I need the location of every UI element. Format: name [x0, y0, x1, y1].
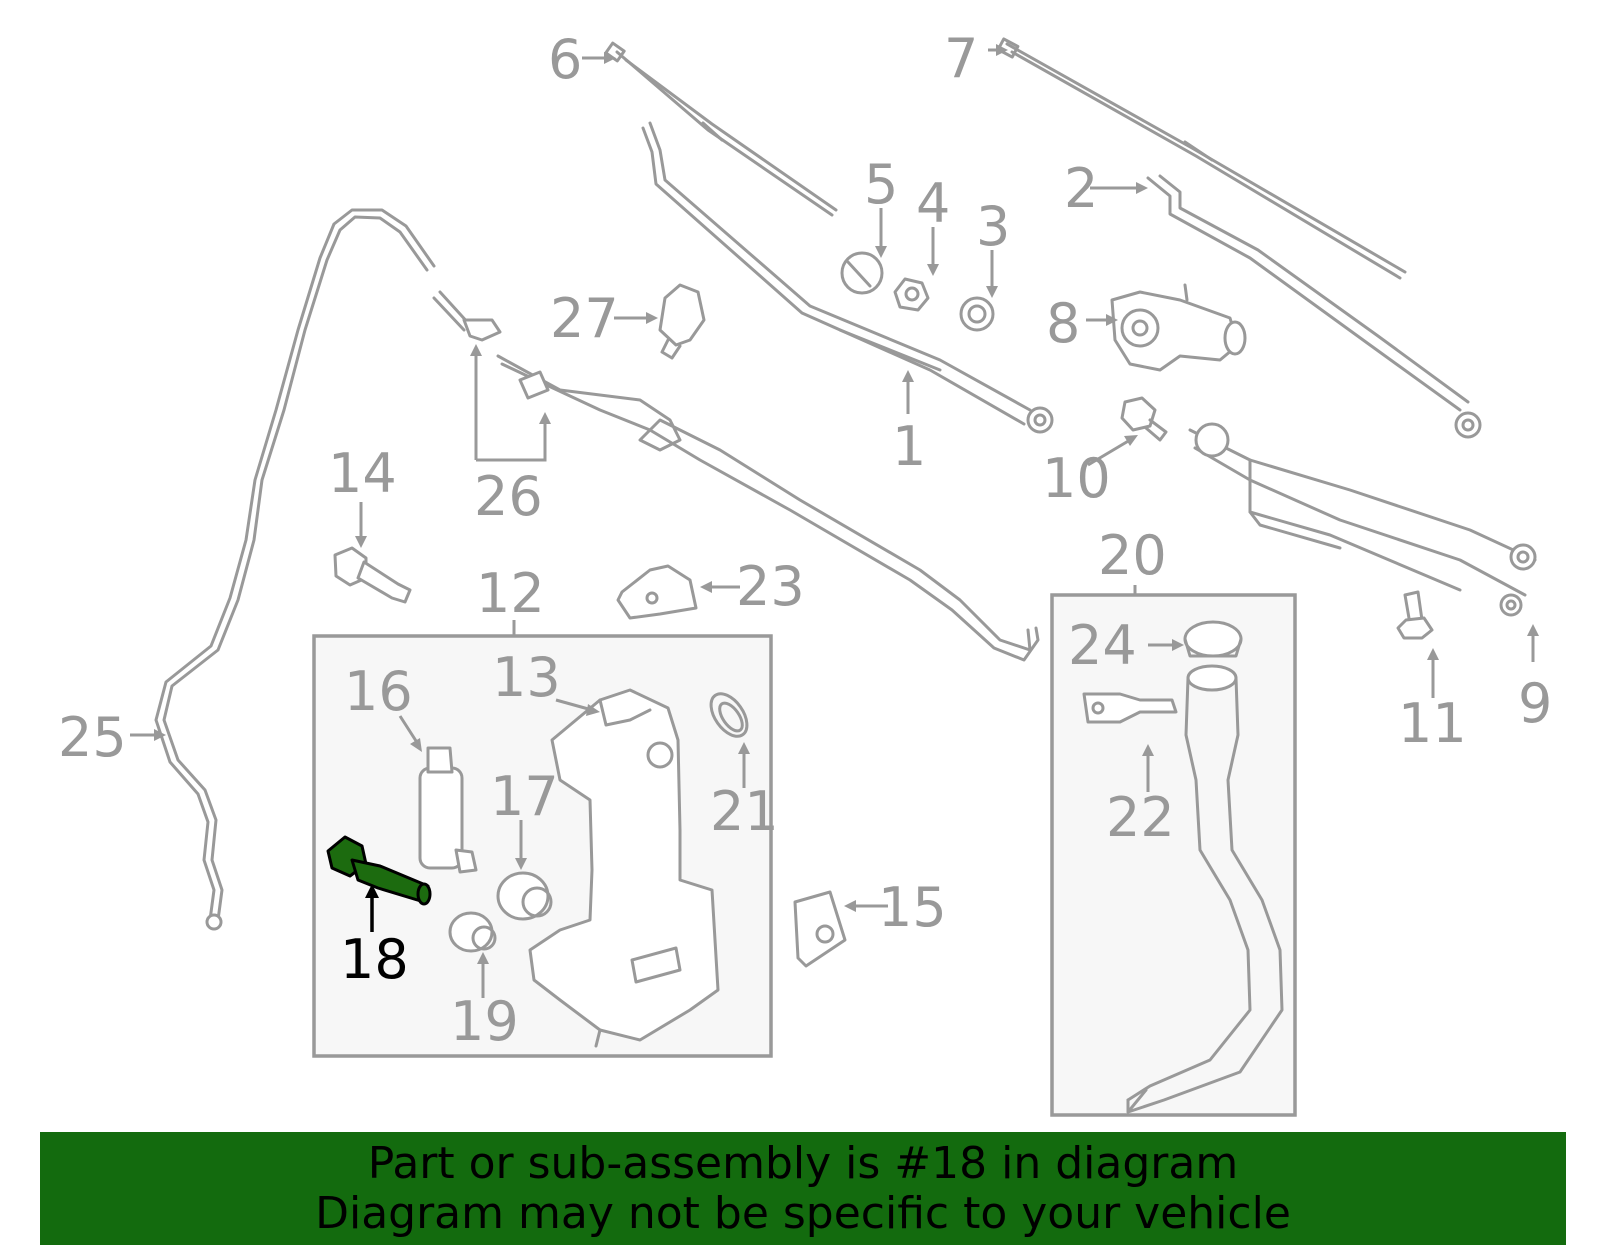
callout-27: 27	[550, 287, 619, 350]
callout-5: 5	[864, 153, 898, 216]
callout-3: 3	[976, 195, 1010, 258]
linkage-bolt	[1120, 396, 1168, 442]
pivot-cap	[840, 251, 884, 295]
callout-25: 25	[58, 706, 127, 769]
callout-labels: 1 2 3 4 5 6 7 8 9 10 11 12 13 14 15 16 1…	[58, 27, 1552, 1053]
wiper-blade-left	[604, 41, 838, 217]
washer-hose-front	[154, 208, 436, 931]
callout-6: 6	[548, 28, 582, 91]
washer-pump	[418, 746, 478, 874]
callout-1: 1	[892, 415, 926, 478]
banner-line-disclaimer: Diagram may not be specific to your vehi…	[315, 1187, 1291, 1239]
filler-cap	[1183, 620, 1243, 658]
reservoir-bolt	[333, 546, 412, 604]
callout-14: 14	[328, 442, 397, 505]
washer-fluid-level-sensor	[326, 835, 432, 906]
callout-10: 10	[1042, 447, 1111, 510]
banner-line-part: Part or sub-assembly is #18 in diagram	[367, 1137, 1239, 1189]
callout-12: 12	[476, 562, 545, 625]
pivot-washer	[959, 296, 995, 332]
callout-15: 15	[878, 876, 947, 939]
callout-19: 19	[450, 990, 519, 1053]
wiper-arm-left	[641, 121, 1054, 434]
part-info-banner: Part or sub-assembly is #18 in diagram D…	[40, 1132, 1566, 1245]
callout-22: 22	[1106, 786, 1175, 849]
callout-11: 11	[1398, 692, 1467, 755]
callout-7: 7	[944, 27, 978, 90]
callout-18: 18	[340, 928, 409, 991]
leader-lines	[130, 44, 1539, 998]
wiper-linkage	[1188, 422, 1537, 617]
wiper-blade-right	[996, 37, 1407, 280]
pump-grommet	[496, 871, 553, 921]
pivot-nut	[893, 277, 930, 312]
callout-9: 9	[1518, 672, 1552, 735]
level-sensor-grommet	[448, 911, 497, 953]
washer-connector	[658, 283, 706, 360]
callout-23: 23	[736, 555, 805, 618]
callout-13: 13	[492, 646, 561, 709]
callout-17: 17	[490, 765, 559, 828]
washer-reservoir	[528, 688, 720, 1048]
reservoir-bracket	[616, 564, 698, 620]
wiper-motor	[1110, 283, 1247, 372]
filler-neck	[1126, 664, 1284, 1114]
filler-seal	[709, 692, 749, 738]
callout-8: 8	[1046, 292, 1080, 355]
callout-24: 24	[1068, 614, 1137, 677]
reservoir-clip	[793, 890, 847, 968]
washer-nozzle-hose	[432, 290, 1040, 662]
wiper-arm-right	[1146, 174, 1482, 439]
callout-2: 2	[1064, 157, 1098, 220]
callout-26: 26	[474, 465, 543, 528]
callout-4: 4	[916, 172, 950, 235]
filler-bracket	[1082, 692, 1178, 724]
callout-21: 21	[710, 780, 779, 843]
filler-neck-assembly-box	[1050, 593, 1297, 1117]
linkage-mount-bolt	[1396, 590, 1434, 640]
callout-16: 16	[344, 660, 413, 723]
callout-20: 20	[1098, 524, 1167, 587]
